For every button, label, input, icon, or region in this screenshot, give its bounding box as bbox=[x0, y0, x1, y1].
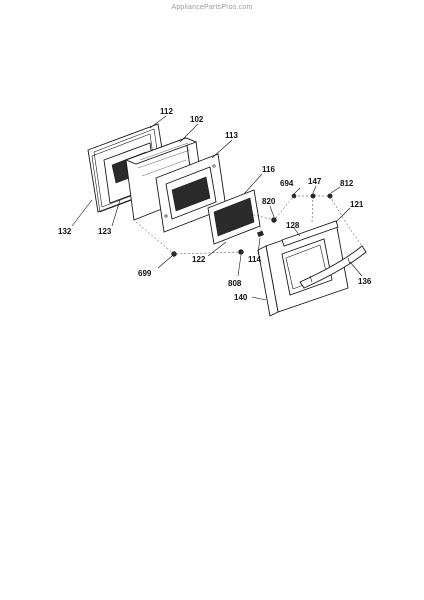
callout-820: 820 bbox=[262, 197, 276, 206]
watermark-text: AppliancePartsPros.com bbox=[171, 4, 253, 11]
callout-122: 122 bbox=[192, 255, 206, 264]
callout-132: 132 bbox=[58, 227, 72, 236]
part-136-handle[interactable] bbox=[299, 245, 367, 289]
callout-808: 808 bbox=[228, 279, 242, 288]
callout-128: 128 bbox=[286, 221, 300, 230]
callout-694: 694 bbox=[280, 179, 294, 188]
callout-113: 113 bbox=[225, 131, 238, 140]
callout-114: 114 bbox=[248, 255, 261, 264]
callout-699: 699 bbox=[138, 269, 152, 278]
callout-147: 147 bbox=[308, 177, 322, 186]
callout-812: 812 bbox=[340, 179, 354, 188]
callout-140: 140 bbox=[234, 293, 248, 302]
callout-112: 112 bbox=[160, 107, 173, 116]
callout-116: 116 bbox=[262, 165, 275, 174]
callout-136: 136 bbox=[358, 277, 372, 286]
callout-102: 102 bbox=[190, 115, 204, 124]
part-114-clip[interactable] bbox=[257, 230, 264, 237]
callout-123: 123 bbox=[98, 227, 112, 236]
part-128-trim[interactable] bbox=[281, 220, 339, 247]
callout-121: 121 bbox=[350, 200, 364, 209]
